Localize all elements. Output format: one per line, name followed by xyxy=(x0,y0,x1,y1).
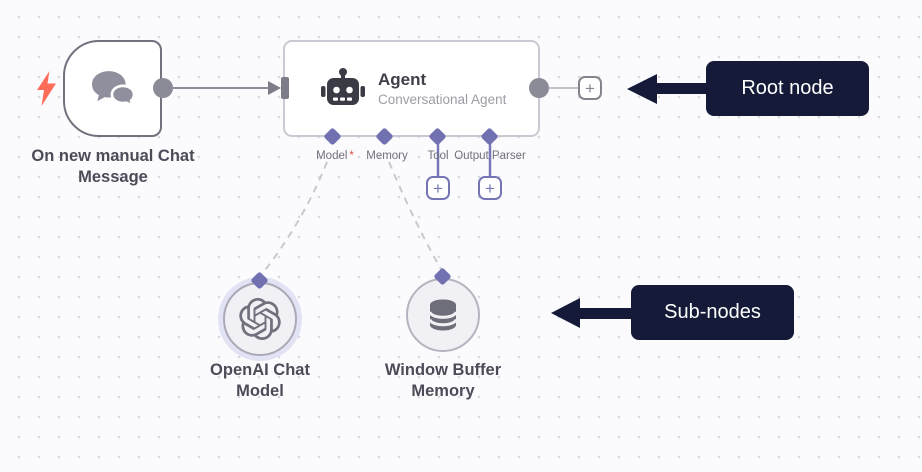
agent-port-model-label: Model* xyxy=(316,150,354,162)
root-node-annotation-label: Root node xyxy=(741,77,834,99)
sub-nodes-annotation: Sub-nodes xyxy=(631,285,794,340)
connection-arrowhead-icon xyxy=(268,81,281,95)
add-next-node-button[interactable]: + xyxy=(578,76,602,100)
add-tool-button[interactable]: + xyxy=(426,176,450,200)
required-asterisk: * xyxy=(349,150,354,162)
agent-port-memory-label: Memory xyxy=(366,150,408,162)
chat-bubbles-icon xyxy=(91,70,135,108)
plus-icon: + xyxy=(585,78,595,98)
sub-nodes-arrow-shaft xyxy=(577,307,632,319)
sub-nodes-annotation-label: Sub-nodes xyxy=(664,301,761,323)
subnode-window-buffer-memory[interactable] xyxy=(406,278,480,352)
agent-node-subtitle: Conversational Agent xyxy=(378,92,507,108)
agent-output-port[interactable] xyxy=(529,78,549,98)
openai-logo-icon xyxy=(239,298,281,340)
root-node-arrow-shaft xyxy=(654,83,707,94)
trigger-output-port[interactable] xyxy=(153,78,173,98)
connection-memory-dashed[interactable] xyxy=(388,161,443,272)
subnode-openai-chat-model[interactable] xyxy=(223,282,297,356)
agent-port-output-parser-label: Output Parser xyxy=(454,150,526,162)
root-node-annotation: Root node xyxy=(706,61,869,116)
lightning-bolt-icon xyxy=(37,71,56,106)
agent-node[interactable]: Agent Conversational Agent xyxy=(283,40,540,137)
trigger-node-label: On new manual Chat Message xyxy=(31,147,195,186)
subnode-openai-label: OpenAI Chat Model xyxy=(210,361,310,400)
agent-port-tool-label: Tool xyxy=(427,150,449,162)
plus-icon: + xyxy=(433,178,443,198)
plus-icon: + xyxy=(485,178,495,198)
database-icon xyxy=(428,299,458,331)
agent-input-port xyxy=(281,77,289,99)
robot-icon xyxy=(321,67,365,105)
subnode-memory-label: Window Buffer Memory xyxy=(384,361,502,400)
sub-nodes-arrow-icon xyxy=(551,298,580,328)
root-node-arrow-icon xyxy=(627,73,657,104)
agent-node-title: Agent xyxy=(378,69,427,89)
trigger-node-on-new-manual-chat-message[interactable] xyxy=(63,40,162,137)
add-output-parser-button[interactable]: + xyxy=(478,176,502,200)
connection-model-dashed[interactable] xyxy=(261,161,328,275)
